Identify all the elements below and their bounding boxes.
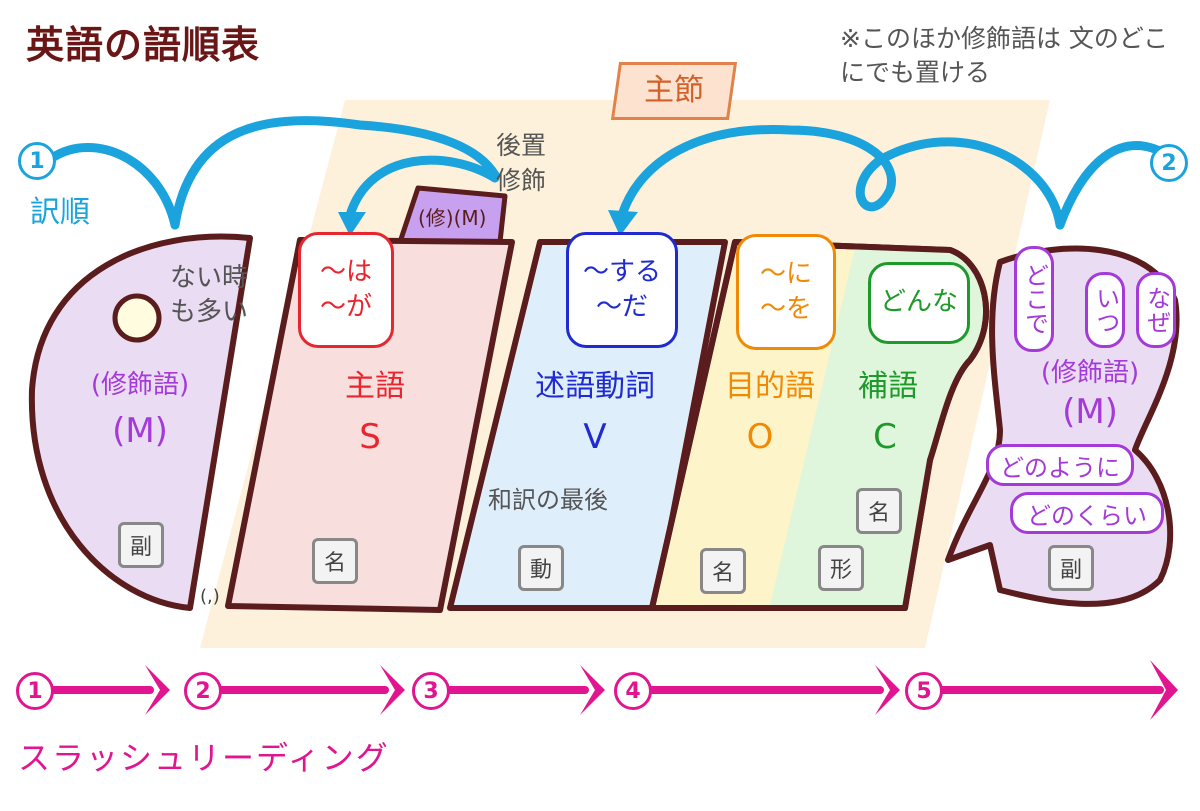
subject-symbol: S xyxy=(359,417,381,457)
question-when: いつ xyxy=(1085,272,1125,348)
object-pos-tag: 名 xyxy=(700,548,746,594)
slash-reading-label: スラッシュリーディング xyxy=(18,739,390,777)
arrowhead-subject xyxy=(338,212,366,236)
eye-circle xyxy=(112,293,162,343)
slash-step-3: 3 xyxy=(412,672,450,710)
left-modifier-pos-tag: 副 xyxy=(118,522,164,568)
left-modifier-symbol: (M) xyxy=(112,411,168,451)
verb-pos-tag: 動 xyxy=(518,545,564,591)
verb-note: 和訳の最後 xyxy=(488,486,608,514)
slash-step-2: 2 xyxy=(184,672,222,710)
left-modifier-absent-note: ない時も多い xyxy=(170,263,249,327)
complement-pos-tag-noun: 名 xyxy=(856,488,902,534)
left-modifier-name: (修飾語) xyxy=(90,370,190,400)
post-modifier-tab: (修)(M) xyxy=(418,206,487,230)
verb-symbol: V xyxy=(583,417,607,457)
object-name: 目的語 xyxy=(725,369,815,404)
post-modifier-caption: 後置修飾 xyxy=(496,131,547,195)
slash-step-4: 4 xyxy=(614,672,652,710)
complement-name: 補語 xyxy=(858,369,918,404)
verb-name: 述語動詞 xyxy=(535,369,655,404)
manner-how-much: どのくらい xyxy=(1010,492,1164,534)
subject-name: 主語 xyxy=(345,369,405,404)
right-modifier-name: (修飾語) xyxy=(1040,358,1140,388)
question-why: なぜ xyxy=(1136,272,1176,348)
verb-bubble: ～する ～だ xyxy=(566,232,678,348)
page-title: 英語の語順表 xyxy=(26,23,261,67)
manner-how: どのように xyxy=(986,444,1134,486)
main-clause-label: 主節 xyxy=(610,62,738,120)
comma-marker: (,) xyxy=(200,586,220,607)
translation-order-label: 訳順 xyxy=(30,195,90,230)
left-modifier-shape xyxy=(28,233,253,611)
global-note: ※このほか修飾語は 文のどこにでも置ける xyxy=(840,24,1169,87)
right-modifier-symbol: (M) xyxy=(1062,392,1118,432)
slash-reading-arrowheads xyxy=(145,660,1178,720)
right-modifier-pos-tag: 副 xyxy=(1048,545,1094,591)
subject-bubble: ～は ～が xyxy=(298,232,394,348)
slash-step-1: 1 xyxy=(16,672,54,710)
translation-order-1: 1 xyxy=(18,142,56,180)
object-symbol: O xyxy=(746,417,774,457)
translation-order-2: 2 xyxy=(1150,144,1188,182)
complement-symbol: C xyxy=(873,417,897,457)
subject-pos-tag: 名 xyxy=(312,538,358,584)
complement-bubble: どんな xyxy=(868,262,970,344)
object-complement-outline xyxy=(649,239,990,611)
object-bubble: ～に ～を xyxy=(736,234,836,350)
question-where: どこで xyxy=(1014,246,1054,352)
slash-step-5: 5 xyxy=(905,672,943,710)
complement-pos-tag-adjective: 形 xyxy=(818,545,864,591)
arrowhead-verb xyxy=(608,210,638,236)
